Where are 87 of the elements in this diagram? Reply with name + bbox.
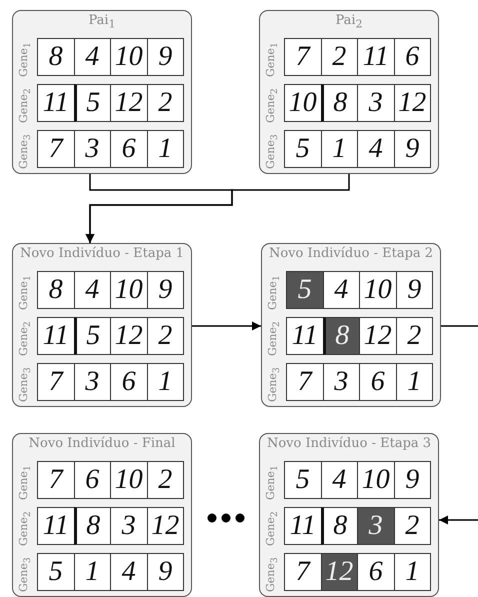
panel-title: Novo Indivíduo - Etapa 3 <box>266 436 432 451</box>
individual-panel <box>259 433 439 597</box>
gene-cell: 9 <box>394 130 431 168</box>
highlighted-gene-cell: 8 <box>322 317 360 355</box>
gene-cell: 11 <box>357 38 394 76</box>
gene-cell: 12 <box>110 317 148 355</box>
gene-cell: 5 <box>74 84 111 122</box>
gene-cell: 10 <box>110 271 148 309</box>
highlighted-gene-cell: 12 <box>320 553 358 591</box>
panel-title: Novo Indivíduo - Etapa 1 <box>18 246 186 261</box>
gene-cell: 7 <box>37 461 74 499</box>
gene-cell: 9 <box>394 461 431 499</box>
gene-cell: 11 <box>284 507 322 545</box>
gene-cell: 1 <box>320 130 358 168</box>
individual-panel <box>12 10 192 174</box>
gene-cell: 4 <box>320 461 358 499</box>
gene-cell: 7 <box>37 363 74 401</box>
gene-cell: 4 <box>74 38 111 76</box>
gene-cell: 3 <box>357 84 394 122</box>
arrow <box>86 174 350 243</box>
gene-cell: 1 <box>146 363 184 401</box>
gene-cell: 5 <box>284 130 322 168</box>
gene-cell: 3 <box>74 130 111 168</box>
gene-cell: 10 <box>110 461 148 499</box>
gene-cell: 5 <box>284 461 322 499</box>
gene-cell: 7 <box>284 553 322 591</box>
gene-cell: 9 <box>146 38 184 76</box>
highlighted-gene-cell: 3 <box>357 507 394 545</box>
gene-cell: 7 <box>284 38 322 76</box>
gene-cell: 10 <box>359 271 396 309</box>
gene-cell: 4 <box>74 271 111 309</box>
gene-cell: 6 <box>359 363 396 401</box>
gene-cell: 1 <box>396 363 433 401</box>
gene-cell: 8 <box>320 507 358 545</box>
individual-panel <box>259 10 439 174</box>
gene-cell: 1 <box>394 553 431 591</box>
gene-cell: 6 <box>357 553 394 591</box>
gene-cell: 10 <box>357 461 394 499</box>
gene-cell: 9 <box>146 271 184 309</box>
gene-cell: 11 <box>37 84 74 122</box>
gene-cell: 12 <box>110 84 148 122</box>
gene-cell: 3 <box>110 507 148 545</box>
individual-panel <box>12 243 192 407</box>
individual-panel <box>261 243 441 407</box>
gene-cell: 4 <box>357 130 394 168</box>
gene-cell: 10 <box>284 84 322 122</box>
panel-title: Pai$_{1}$ <box>88 13 116 31</box>
gene-cell: 6 <box>110 363 148 401</box>
gene-cell: 9 <box>396 271 433 309</box>
gene-cell: 4 <box>322 271 360 309</box>
gene-cell: 5 <box>37 553 74 591</box>
gene-cell: 7 <box>37 130 74 168</box>
gene-cell: 11 <box>37 507 74 545</box>
gene-cell: 11 <box>286 317 324 355</box>
gene-cell: 9 <box>146 553 184 591</box>
panel-title: Pai$_{2}$ <box>334 13 364 31</box>
gene-cell: 3 <box>322 363 360 401</box>
arrow <box>192 322 261 330</box>
gene-cell: 2 <box>394 507 431 545</box>
gene-cell: 2 <box>146 317 184 355</box>
gene-cell: 8 <box>74 507 111 545</box>
gene-cell: 1 <box>146 130 184 168</box>
gene-cell: 12 <box>394 84 431 122</box>
gene-cell: 12 <box>359 317 396 355</box>
gene-cell: 1 <box>74 553 111 591</box>
arrow <box>439 516 478 524</box>
gene-cell: 8 <box>37 271 74 309</box>
gene-cell: 10 <box>110 38 148 76</box>
individual-panel <box>12 433 192 597</box>
gene-cell: 3 <box>74 363 111 401</box>
highlighted-gene-cell: 5 <box>286 271 324 309</box>
gene-cell: 4 <box>110 553 148 591</box>
panel-title: Novo Indivíduo - Etapa 2 <box>268 246 434 261</box>
gene-cell: 6 <box>74 461 111 499</box>
gene-cell: 6 <box>110 130 148 168</box>
gene-cell: 2 <box>396 317 433 355</box>
panel-title: Novo Indivíduo - Final <box>28 436 176 451</box>
gene-cell: 8 <box>37 38 74 76</box>
gene-cell: 11 <box>37 317 74 355</box>
gene-cell: 2 <box>320 38 358 76</box>
gene-cell: 12 <box>146 507 184 545</box>
gene-cell: 7 <box>286 363 324 401</box>
gene-cell: 5 <box>74 317 111 355</box>
gene-cell: 2 <box>146 461 184 499</box>
gene-cell: 6 <box>394 38 431 76</box>
gene-cell: 8 <box>320 84 358 122</box>
gene-cell: 2 <box>146 84 184 122</box>
